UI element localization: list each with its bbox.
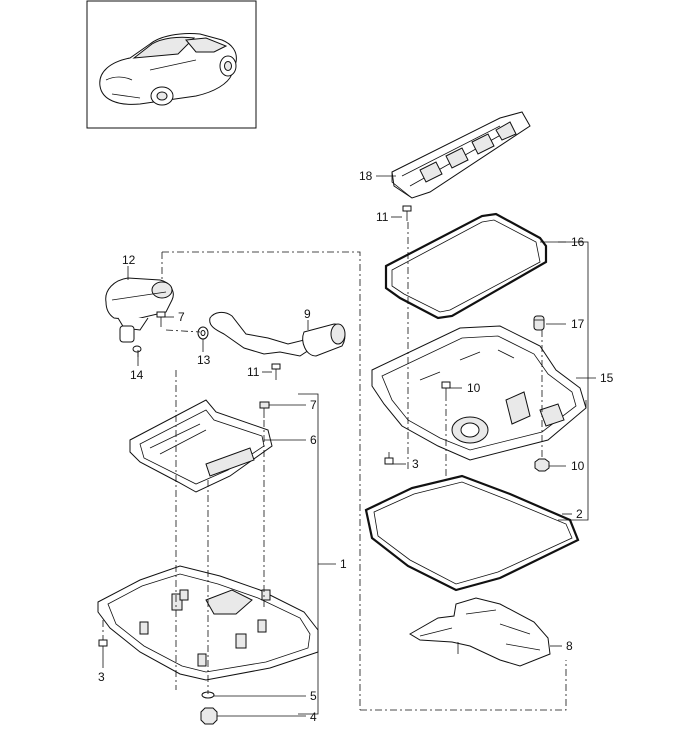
- callout-17: 17: [571, 317, 585, 331]
- part-12-filter-housing: [105, 277, 174, 343]
- part-13-seal-ring: [197, 326, 209, 340]
- part-14-seal: [132, 345, 142, 353]
- part-7-bolt-lower: [259, 401, 270, 418]
- part-8-baffle-plate: [409, 597, 551, 667]
- group-brackets: [298, 241, 589, 715]
- part-1-lower-pan: [97, 565, 319, 681]
- part-3-bolt-left: [98, 639, 108, 658]
- callout-14: 14: [130, 368, 144, 382]
- part-15-upper-pan: [371, 325, 587, 461]
- callout-15: 15: [600, 371, 614, 385]
- callout-labels: 18 11 16 12 7 9 17 13 11 14 15 10 7 6 3 …: [98, 169, 614, 724]
- part-10-nut-top: [441, 381, 451, 394]
- part-17-plug: [533, 315, 545, 331]
- callout-4: 4: [310, 710, 317, 724]
- assembly-lines: [102, 222, 567, 711]
- callout-7-upper: 7: [178, 310, 185, 324]
- part-4-drain-plug: [200, 707, 218, 725]
- callout-8: 8: [566, 639, 573, 653]
- part-6-windage-tray: [129, 399, 273, 493]
- leader-lines: [102, 175, 596, 717]
- vehicle-thumbnail: [86, 0, 257, 129]
- callout-9: 9: [304, 307, 311, 321]
- callout-2: 2: [576, 507, 583, 521]
- part-9-suction-pipe: [209, 311, 346, 357]
- callout-5: 5: [310, 689, 317, 703]
- callout-3-left: 3: [98, 670, 105, 684]
- part-7-bolt-upper: [156, 311, 166, 327]
- callout-3-right: 3: [412, 457, 419, 471]
- callout-6: 6: [310, 433, 317, 447]
- callout-16: 16: [571, 235, 585, 249]
- part-3-bolt-right: [384, 452, 394, 465]
- part-11-bolt-lower: [271, 363, 281, 380]
- callout-12: 12: [122, 253, 136, 267]
- callout-7-lower: 7: [310, 398, 317, 412]
- callout-10-top: 10: [467, 381, 481, 395]
- part-18-cover: [391, 111, 531, 199]
- callout-13: 13: [197, 353, 211, 367]
- part-10-nut-bottom: [534, 458, 550, 472]
- part-2-gasket: [364, 474, 580, 592]
- callout-11-top: 11: [376, 210, 389, 224]
- callout-1: 1: [340, 557, 347, 571]
- part-11-bolt-top: [402, 205, 412, 221]
- callout-18: 18: [359, 169, 373, 183]
- callout-11-lower: 11: [247, 365, 260, 379]
- callout-10-bottom: 10: [571, 459, 585, 473]
- part-16-gasket: [384, 212, 548, 320]
